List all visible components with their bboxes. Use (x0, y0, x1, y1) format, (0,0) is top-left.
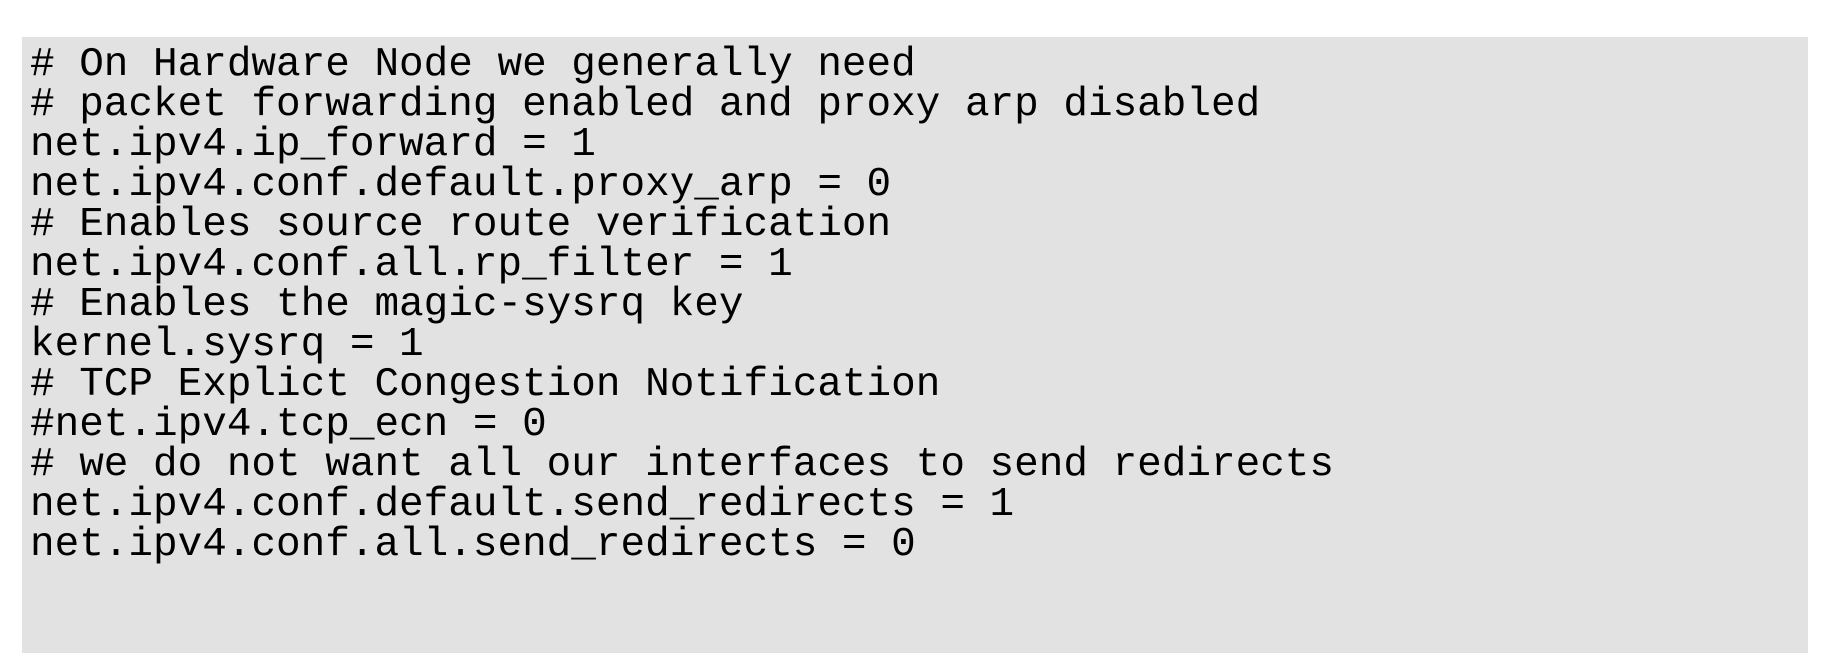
code-line: # TCP Explict Congestion Notification (30, 362, 941, 408)
code-line: #net.ipv4.tcp_ecn = 0 (30, 402, 547, 448)
code-line: net.ipv4.conf.all.rp_filter = 1 (30, 242, 793, 288)
code-line: net.ipv4.conf.all.send_redirects = 0 (30, 522, 916, 568)
code-line: # packet forwarding enabled and proxy ar… (30, 82, 1261, 128)
code-line: net.ipv4.conf.default.proxy_arp = 0 (30, 162, 892, 208)
code-block: # On Hardware Node we generally need # p… (22, 37, 1808, 653)
code-line: net.ipv4.ip_forward = 1 (30, 122, 596, 168)
code-line: # Enables the magic-sysrq key (30, 282, 744, 328)
code-line: net.ipv4.conf.default.send_redirects = 1 (30, 482, 1015, 528)
code-line: # Enables source route verification (30, 202, 892, 248)
code-line: # we do not want all our interfaces to s… (30, 442, 1335, 488)
code-line: kernel.sysrq = 1 (30, 322, 424, 368)
code-line: # On Hardware Node we generally need (30, 42, 916, 88)
